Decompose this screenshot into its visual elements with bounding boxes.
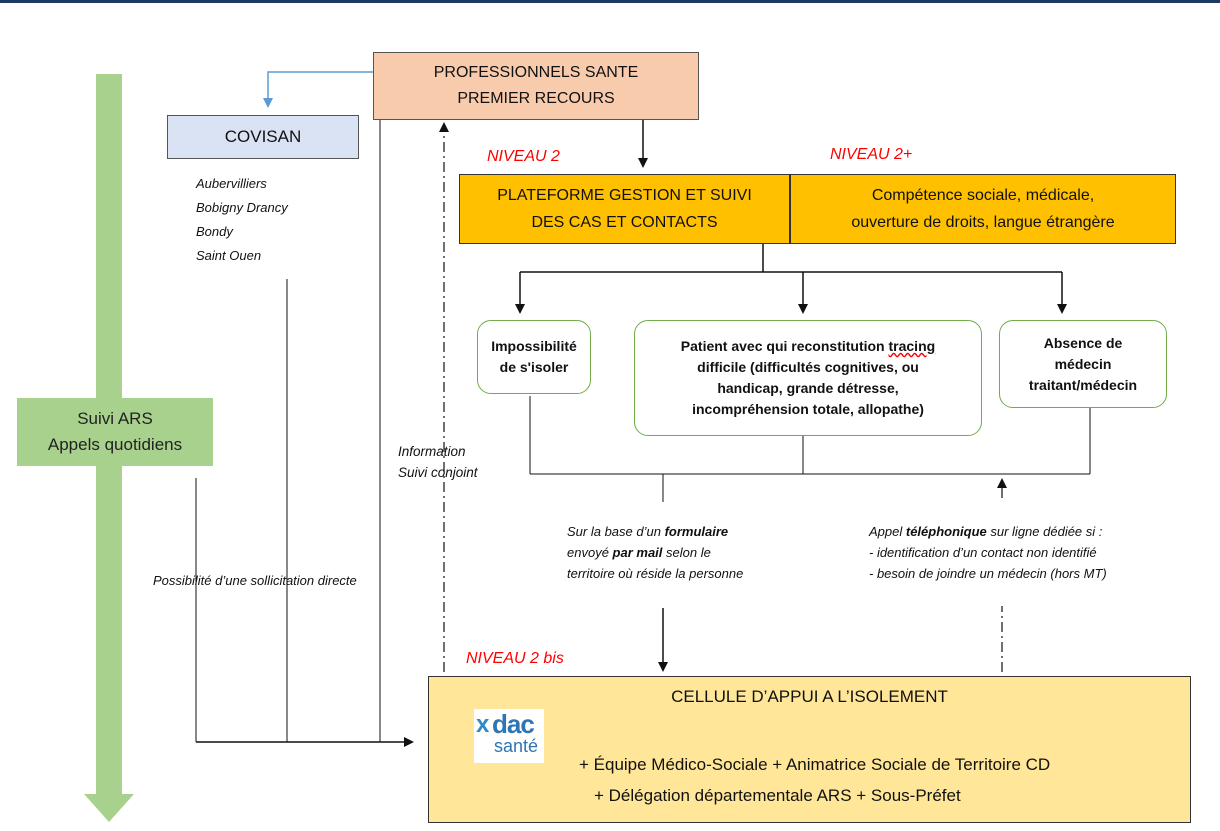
formulaire-l1-text: Sur la base d’un (567, 524, 665, 539)
appel-l1-text: Appel (869, 524, 906, 539)
impossibilite-box: Impossibilité de s'isoler (477, 320, 591, 394)
appel-line1: Appel téléphonique sur ligne dédiée si : (869, 521, 1107, 542)
top-border-line (0, 0, 1220, 3)
patient-line4: incompréhension totale, allopathe) (692, 401, 924, 417)
formulaire-note: Sur la base d’un formulaire envoyé par m… (567, 521, 743, 584)
town-item: Aubervilliers (196, 176, 267, 191)
patient-line1: Patient avec qui reconstitution tracing (681, 336, 935, 357)
covisan-label: COVISAN (224, 127, 302, 146)
plateforme-line2: DES CAS ET CONTACTS (531, 214, 718, 231)
competence-box: Compétence sociale, médicale, ouverture … (790, 174, 1176, 244)
information-line2: Suivi conjoint (398, 465, 478, 480)
patient-box: Patient avec qui reconstitution tracing … (634, 320, 982, 436)
competence-line1: Compétence sociale, médicale, (871, 187, 1095, 204)
dac-logo-x: x (476, 711, 490, 738)
town-item: Bondy (196, 224, 233, 239)
patient-line1-text: Patient avec qui reconstitution (680, 338, 889, 354)
arrow-pro-to-covisan (263, 71, 373, 108)
absence-line3: traitant/médecin (1028, 376, 1138, 393)
information-line1: Information (398, 444, 466, 459)
cellule-line2: + Délégation départementale ARS + Sous-P… (594, 786, 961, 805)
appel-line3: - besoin de joindre un médecin (hors MT) (869, 566, 1107, 581)
appel-note: Appel téléphonique sur ligne dédiée si :… (869, 521, 1107, 584)
niveau-2-bis-label: NIVEAU 2 bis (466, 650, 564, 667)
dac-sante-logo: x dac santé (474, 709, 544, 763)
formulaire-l2-post: selon le (662, 545, 711, 560)
competence-line2: ouverture de droits, langue étrangère (851, 214, 1115, 231)
cellule-appui-box: CELLULE D’APPUI A L’ISOLEMENT x dac sant… (428, 676, 1191, 823)
covisan-towns: Aubervilliers Bobigny Drancy Bondy Saint… (196, 172, 288, 268)
impossibilite-line1: Impossibilité (491, 338, 577, 354)
possibilite-note: Possibilité d’une sollicitation directe (153, 573, 357, 588)
patient-line2: difficile (difficultés cognitives, ou (697, 359, 919, 375)
suivi-ars-line2: Appels quotidiens (47, 435, 183, 454)
plateforme-box: PLATEFORME GESTION ET SUIVI DES CAS ET C… (459, 174, 790, 244)
dac-logo-sante: santé (494, 736, 539, 756)
suivi-ars-line1: Suivi ARS (77, 409, 153, 428)
pro-sante-line1: PROFESSIONNELS SANTE (433, 64, 639, 81)
pro-sante-line2: PREMIER RECOURS (457, 90, 615, 107)
formulaire-line2: envoyé par mail selon le (567, 542, 743, 563)
town-item: Saint Ouen (196, 248, 262, 263)
formulaire-l2-bold: par mail (612, 545, 663, 560)
absence-line2: médecin (1054, 355, 1112, 372)
formulaire-line1: Sur la base d’un formulaire (567, 521, 743, 542)
covisan-box: COVISAN (167, 115, 359, 159)
formulaire-l1-bold: formulaire (664, 524, 729, 539)
dac-logo-dac: dac (492, 709, 535, 739)
plateforme-line1: PLATEFORME GESTION ET SUIVI (497, 187, 752, 204)
formulaire-line3: territoire où réside la personne (567, 566, 744, 581)
appel-line2: - identification d’un contact non identi… (869, 545, 1097, 560)
formulaire-l2-text: envoyé (567, 545, 613, 560)
professionnels-sante-box: PROFESSIONNELS SANTE PREMIER RECOURS (373, 52, 699, 120)
niveau-2-label: NIVEAU 2 (487, 148, 560, 165)
absence-box: Absence de médecin traitant/médecin (999, 320, 1167, 408)
town-item: Bobigny Drancy (196, 200, 288, 215)
impossibilite-line2: de s'isoler (499, 359, 569, 375)
suivi-ars-box: Suivi ARS Appels quotidiens (17, 398, 213, 466)
information-note: Information Suivi conjoint (398, 441, 478, 483)
appel-l1-post: sur ligne dédiée si : (986, 524, 1103, 539)
niveau-2-plus-label: NIVEAU 2+ (830, 146, 913, 163)
appel-l1-bold: téléphonique (905, 524, 987, 539)
cellule-title: CELLULE D’APPUI A L’ISOLEMENT (671, 687, 948, 706)
cellule-line1: + Équipe Médico-Sociale + Animatrice Soc… (579, 755, 1051, 774)
patient-line3: handicap, grande détresse, (717, 380, 899, 396)
patient-tracing-word: tracing (888, 338, 936, 354)
absence-line1: Absence de (1043, 334, 1123, 351)
